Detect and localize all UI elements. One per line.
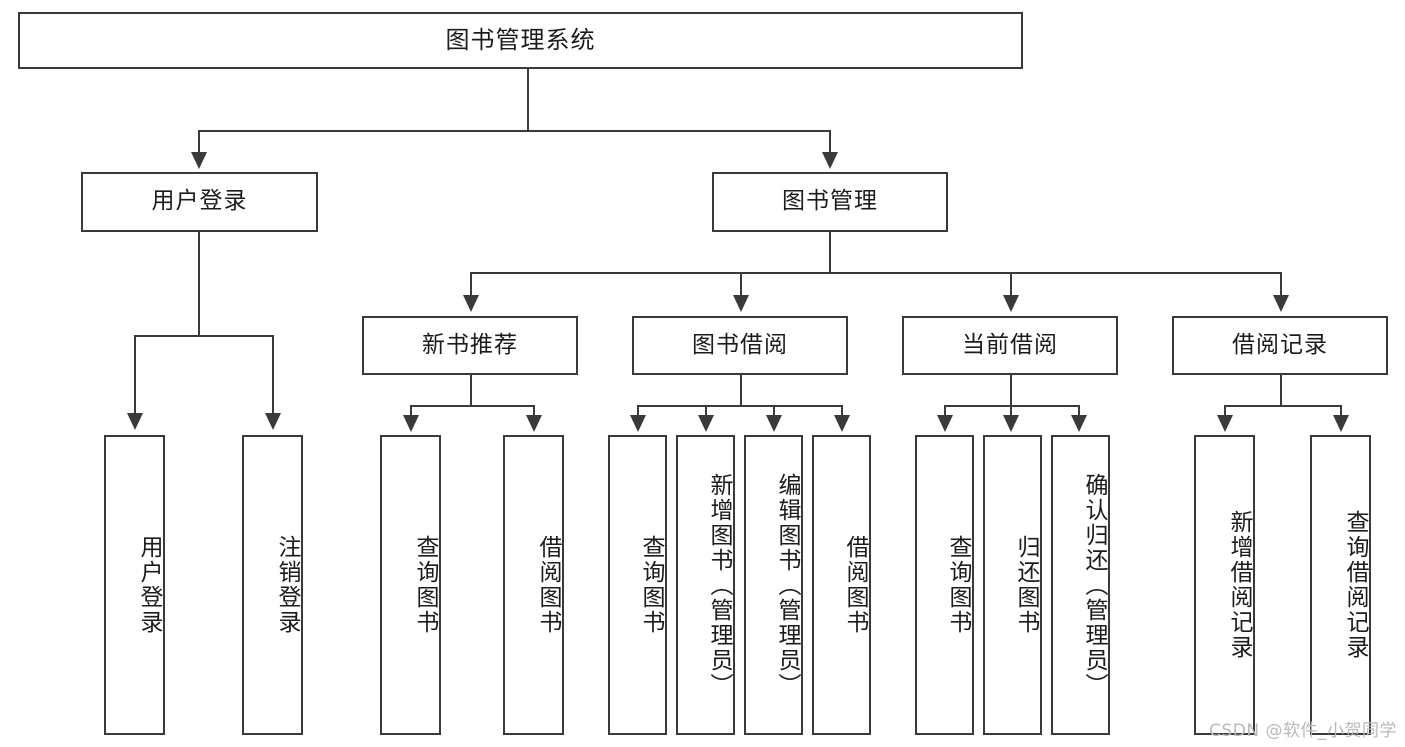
node-label: 借阅记录 bbox=[1232, 331, 1328, 358]
node-label: 图书管理 bbox=[782, 188, 878, 215]
edge-root-bus bbox=[198, 130, 830, 132]
edge-drop-bb-borrow bbox=[841, 405, 843, 419]
arrowhead-leaf-logout-icon bbox=[265, 413, 281, 430]
leaf-bb-edit-book-admin[interactable]: 编辑图书（管理员） bbox=[744, 435, 803, 735]
leaf-nb-borrow-book[interactable]: 借阅图书 bbox=[503, 435, 564, 735]
node-label: 归还图书 bbox=[1013, 535, 1039, 635]
leaf-logout[interactable]: 注销登录 bbox=[242, 435, 303, 735]
arrowhead-user-login-icon bbox=[191, 152, 207, 169]
edge-drop-nb-borrow bbox=[533, 405, 535, 419]
node-borrow-record[interactable]: 借阅记录 bbox=[1172, 316, 1388, 375]
edge-drop-user-login bbox=[198, 130, 200, 156]
arrowhead-cb-query-icon bbox=[937, 415, 953, 432]
arrowhead-current-borrow-icon bbox=[1003, 295, 1019, 312]
leaf-bb-borrow-book[interactable]: 借阅图书 bbox=[812, 435, 871, 735]
arrowhead-new-book-icon bbox=[463, 295, 479, 312]
edge-drop-book-management bbox=[829, 130, 831, 156]
edge-current-borrow-bus bbox=[944, 405, 1080, 407]
leaf-bb-add-book-admin[interactable]: 新增图书（管理员） bbox=[676, 435, 735, 735]
edge-drop-new-book bbox=[470, 272, 472, 298]
edge-drop-nb-query bbox=[410, 405, 412, 419]
node-label: 查询图书 bbox=[638, 535, 664, 635]
arrowhead-bb-query-icon bbox=[630, 415, 646, 432]
leaf-user-login[interactable]: 用户登录 bbox=[104, 435, 165, 735]
arrowhead-book-management-icon bbox=[822, 152, 838, 169]
edge-current-borrow-stem bbox=[1010, 375, 1012, 407]
node-label: 新增图书（管理员） bbox=[706, 472, 732, 698]
node-user-login[interactable]: 用户登录 bbox=[81, 172, 318, 232]
node-root-book-management-system[interactable]: 图书管理系统 bbox=[18, 12, 1023, 69]
node-label: 新增借阅记录 bbox=[1226, 510, 1252, 660]
edge-drop-leaf-logout bbox=[272, 335, 274, 417]
edge-drop-bb-edit bbox=[773, 405, 775, 419]
leaf-cb-query-book[interactable]: 查询图书 bbox=[915, 435, 974, 735]
node-label: 当前借阅 bbox=[962, 331, 1058, 358]
arrowhead-bb-borrow-icon bbox=[834, 415, 850, 432]
node-label: 用户登录 bbox=[151, 188, 248, 215]
edge-new-book-stem bbox=[470, 375, 472, 407]
node-label: 图书管理系统 bbox=[445, 26, 596, 55]
edge-drop-cb-query bbox=[944, 405, 946, 419]
node-label: 用户登录 bbox=[136, 535, 162, 635]
edge-drop-cb-return bbox=[1010, 405, 1012, 419]
arrowhead-cb-return-icon bbox=[1003, 415, 1019, 432]
node-label: 图书借阅 bbox=[692, 331, 788, 358]
arrowhead-br-add-icon bbox=[1217, 415, 1233, 432]
leaf-br-add-record[interactable]: 新增借阅记录 bbox=[1194, 435, 1255, 735]
edge-book-management-stem bbox=[829, 232, 831, 274]
node-label: 借阅图书 bbox=[842, 535, 868, 635]
edge-borrow-record-bus bbox=[1224, 405, 1342, 407]
leaf-cb-confirm-return-admin[interactable]: 确认归还（管理员） bbox=[1051, 435, 1110, 735]
node-label: 新书推荐 bbox=[422, 331, 518, 358]
leaf-bb-query-book[interactable]: 查询图书 bbox=[608, 435, 667, 735]
edge-root-stem bbox=[527, 69, 529, 131]
node-label: 查询借阅记录 bbox=[1342, 510, 1368, 660]
edge-drop-cb-confirm bbox=[1078, 405, 1080, 419]
arrowhead-nb-query-icon bbox=[403, 415, 419, 432]
edge-user-login-stem bbox=[198, 232, 200, 337]
arrowhead-borrow-record-icon bbox=[1273, 295, 1289, 312]
arrowhead-leaf-user-login-icon bbox=[127, 413, 143, 430]
arrowhead-bb-edit-icon bbox=[766, 415, 782, 432]
node-label: 查询图书 bbox=[945, 535, 971, 635]
edge-drop-br-query bbox=[1340, 405, 1342, 419]
arrowhead-bb-add-icon bbox=[698, 415, 714, 432]
node-new-book-recommend[interactable]: 新书推荐 bbox=[362, 316, 578, 375]
edge-drop-current-borrow bbox=[1010, 272, 1012, 298]
arrowhead-cb-confirm-icon bbox=[1071, 415, 1087, 432]
edge-borrow-record-stem bbox=[1280, 375, 1282, 407]
node-current-borrow[interactable]: 当前借阅 bbox=[902, 316, 1118, 375]
edge-level2-bus bbox=[470, 272, 1281, 274]
node-label: 借阅图书 bbox=[535, 535, 561, 635]
edge-drop-bb-add bbox=[705, 405, 707, 419]
edge-new-book-bus bbox=[410, 405, 535, 407]
arrowhead-nb-borrow-icon bbox=[526, 415, 542, 432]
node-book-borrow[interactable]: 图书借阅 bbox=[632, 316, 848, 375]
edge-drop-borrow-record bbox=[1280, 272, 1282, 298]
node-label: 编辑图书（管理员） bbox=[774, 472, 800, 698]
arrowhead-book-borrow-icon bbox=[733, 295, 749, 312]
edge-drop-book-borrow bbox=[740, 272, 742, 298]
node-book-management[interactable]: 图书管理 bbox=[712, 172, 948, 232]
node-label: 注销登录 bbox=[274, 535, 300, 635]
node-label: 确认归还（管理员） bbox=[1081, 472, 1107, 698]
edge-user-login-bus bbox=[134, 335, 273, 337]
csdn-watermark: CSDN @软件_小贺同学 bbox=[1209, 721, 1397, 741]
edge-drop-bb-query bbox=[637, 405, 639, 419]
leaf-br-query-record[interactable]: 查询借阅记录 bbox=[1310, 435, 1371, 735]
edge-drop-br-add bbox=[1224, 405, 1226, 419]
leaf-cb-return-book[interactable]: 归还图书 bbox=[983, 435, 1042, 735]
leaf-nb-query-book[interactable]: 查询图书 bbox=[380, 435, 441, 735]
edge-drop-leaf-user-login bbox=[134, 335, 136, 417]
edge-book-borrow-bus bbox=[637, 405, 842, 407]
arrowhead-br-query-icon bbox=[1333, 415, 1349, 432]
node-label: 查询图书 bbox=[412, 535, 438, 635]
edge-book-borrow-stem bbox=[740, 375, 742, 407]
